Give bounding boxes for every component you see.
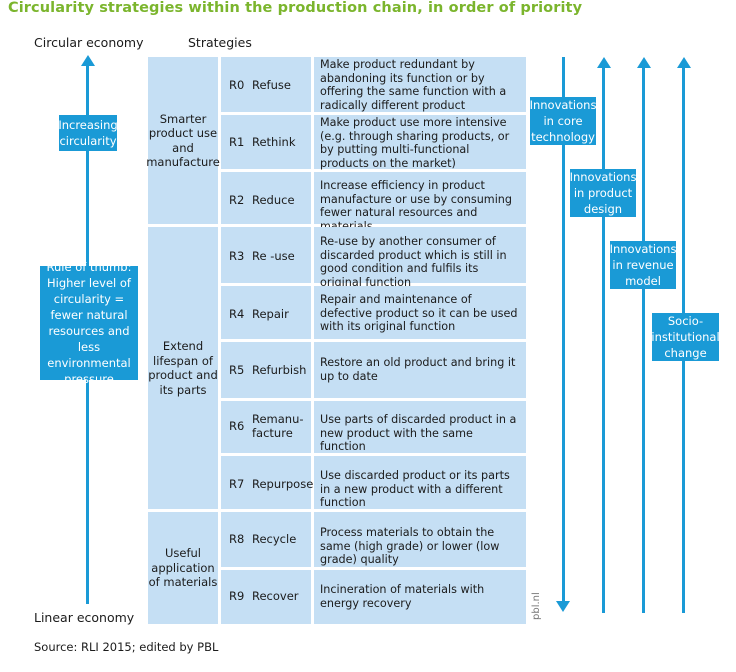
strategy-name-cell: R4 Repair (221, 286, 311, 339)
strategy-desc-cell: Repair and maintenance of defective prod… (314, 286, 526, 339)
innovation-line (602, 66, 605, 613)
strategy-desc: Repair and maintenance of defective prod… (320, 293, 518, 333)
strategies-table: Smarter product use and manufacture Exte… (146, 57, 526, 624)
strategy-name: Recover (252, 589, 299, 603)
strategy-name-cell: R7 Repurpose (221, 456, 314, 509)
innovation-box: Innovations in core technology (529, 97, 597, 145)
strategy-desc-cell: Use discarded product or its parts in a … (314, 456, 526, 509)
group-label: Extend lifespan of product and its parts (148, 339, 218, 397)
strategy-desc-cell: Restore an old product and bring it up t… (314, 342, 526, 398)
strategy-code: R3 (229, 249, 245, 263)
strategy-desc-cell: Use parts of discarded product in a new … (314, 401, 526, 453)
increasing-circularity-box: Increasing circularity (58, 115, 118, 151)
strategy-name-cell: R3 Re -use (221, 227, 311, 283)
group-cell: Useful application of materials (148, 512, 218, 624)
strategy-desc-cell: Process materials to obtain the same (hi… (314, 512, 526, 567)
arrow-up-icon (597, 57, 611, 68)
strategy-desc: Make product redundant by abandoning its… (320, 58, 507, 112)
strategy-desc-cell: Make product redundant by abandoning its… (314, 57, 526, 112)
strategy-desc-cell: Re-use by another consumer of discarded … (314, 227, 526, 289)
group-cell: Extend lifespan of product and its parts (148, 227, 218, 509)
strategy-desc: Incineration of materials with energy re… (320, 583, 485, 610)
strategy-desc: Use discarded product or its parts in a … (320, 469, 510, 509)
strategy-name: Refurbish (252, 363, 307, 377)
strategy-desc-cell: Increase efficiency in product manufactu… (314, 172, 526, 233)
strategy-desc-cell: Incineration of materials with energy re… (314, 570, 526, 624)
innovation-box: Innovations in revenue model (609, 241, 677, 289)
strategy-name-cell: R8 Recycle (221, 512, 311, 567)
strategy-name-cell: R9 Recover (221, 570, 311, 624)
strategy-name: Remanu- facture (252, 412, 304, 440)
strategy-name-cell: R6 Remanu- facture (221, 401, 311, 453)
figure-title: Circularity strategies within the produc… (8, 0, 583, 16)
arrow-up-icon (637, 57, 651, 68)
strategy-name: Refuse (252, 78, 291, 92)
strategy-code: R4 (229, 307, 245, 321)
strategy-code: R8 (229, 532, 245, 546)
arrow-up-icon (677, 57, 691, 68)
arrow-up-icon (81, 55, 95, 66)
group-label: Useful application of materials (148, 546, 218, 590)
strategy-name: Reduce (252, 193, 295, 207)
watermark: pbl.nl (531, 592, 542, 620)
strategy-name-cell: R0 Refuse (221, 57, 311, 112)
strategy-desc: Restore an old product and bring it up t… (320, 356, 516, 383)
strategy-name: Rethink (252, 135, 296, 149)
strategy-code: R6 (229, 419, 245, 433)
strategy-code: R1 (229, 135, 245, 149)
strategy-code: R7 (229, 477, 245, 491)
group-cell: Smarter product use and manufacture (146, 57, 220, 224)
strategy-code: R9 (229, 589, 245, 603)
strategy-name: Repair (252, 307, 289, 321)
strategy-code: R0 (229, 78, 245, 92)
strategy-desc: Use parts of discarded product in a new … (320, 413, 517, 453)
source-note: Source: RLI 2015; edited by PBL (34, 640, 219, 654)
arrow-down-icon (556, 601, 570, 612)
rule-of-thumb-box: Rule of thumb: Higher level of circulari… (40, 260, 138, 386)
strategy-code: R2 (229, 193, 245, 207)
strategy-name-cell: R1 Rethink (221, 115, 311, 169)
strategy-desc: Re-use by another consumer of discarded … (320, 235, 507, 289)
innovation-box: Socio-institutional change (651, 313, 720, 361)
strategy-name: Recycle (252, 532, 297, 546)
strategy-code: R5 (229, 363, 245, 377)
innovation-box: Innovations in product design (569, 169, 637, 217)
strategy-name-cell: R5 Refurbish (221, 342, 311, 398)
strategy-name-cell: R2 Reduce (221, 172, 311, 224)
linear-economy-label: Linear economy (34, 610, 135, 625)
circular-economy-label: Circular economy (34, 35, 144, 50)
strategy-desc: Make product use more intensive (e.g. th… (320, 116, 510, 170)
strategy-desc: Increase efficiency in product manufactu… (320, 179, 512, 233)
strategy-desc-cell: Make product use more intensive (e.g. th… (314, 115, 526, 170)
strategies-header: Strategies (188, 35, 252, 50)
innovation-line (642, 66, 645, 613)
group-label: Smarter product use and manufacture (146, 111, 220, 170)
strategy-desc: Process materials to obtain the same (hi… (320, 526, 500, 566)
strategy-name: Repurpose (252, 477, 314, 491)
innovation-line (562, 57, 565, 602)
strategy-name: Re -use (252, 249, 295, 263)
